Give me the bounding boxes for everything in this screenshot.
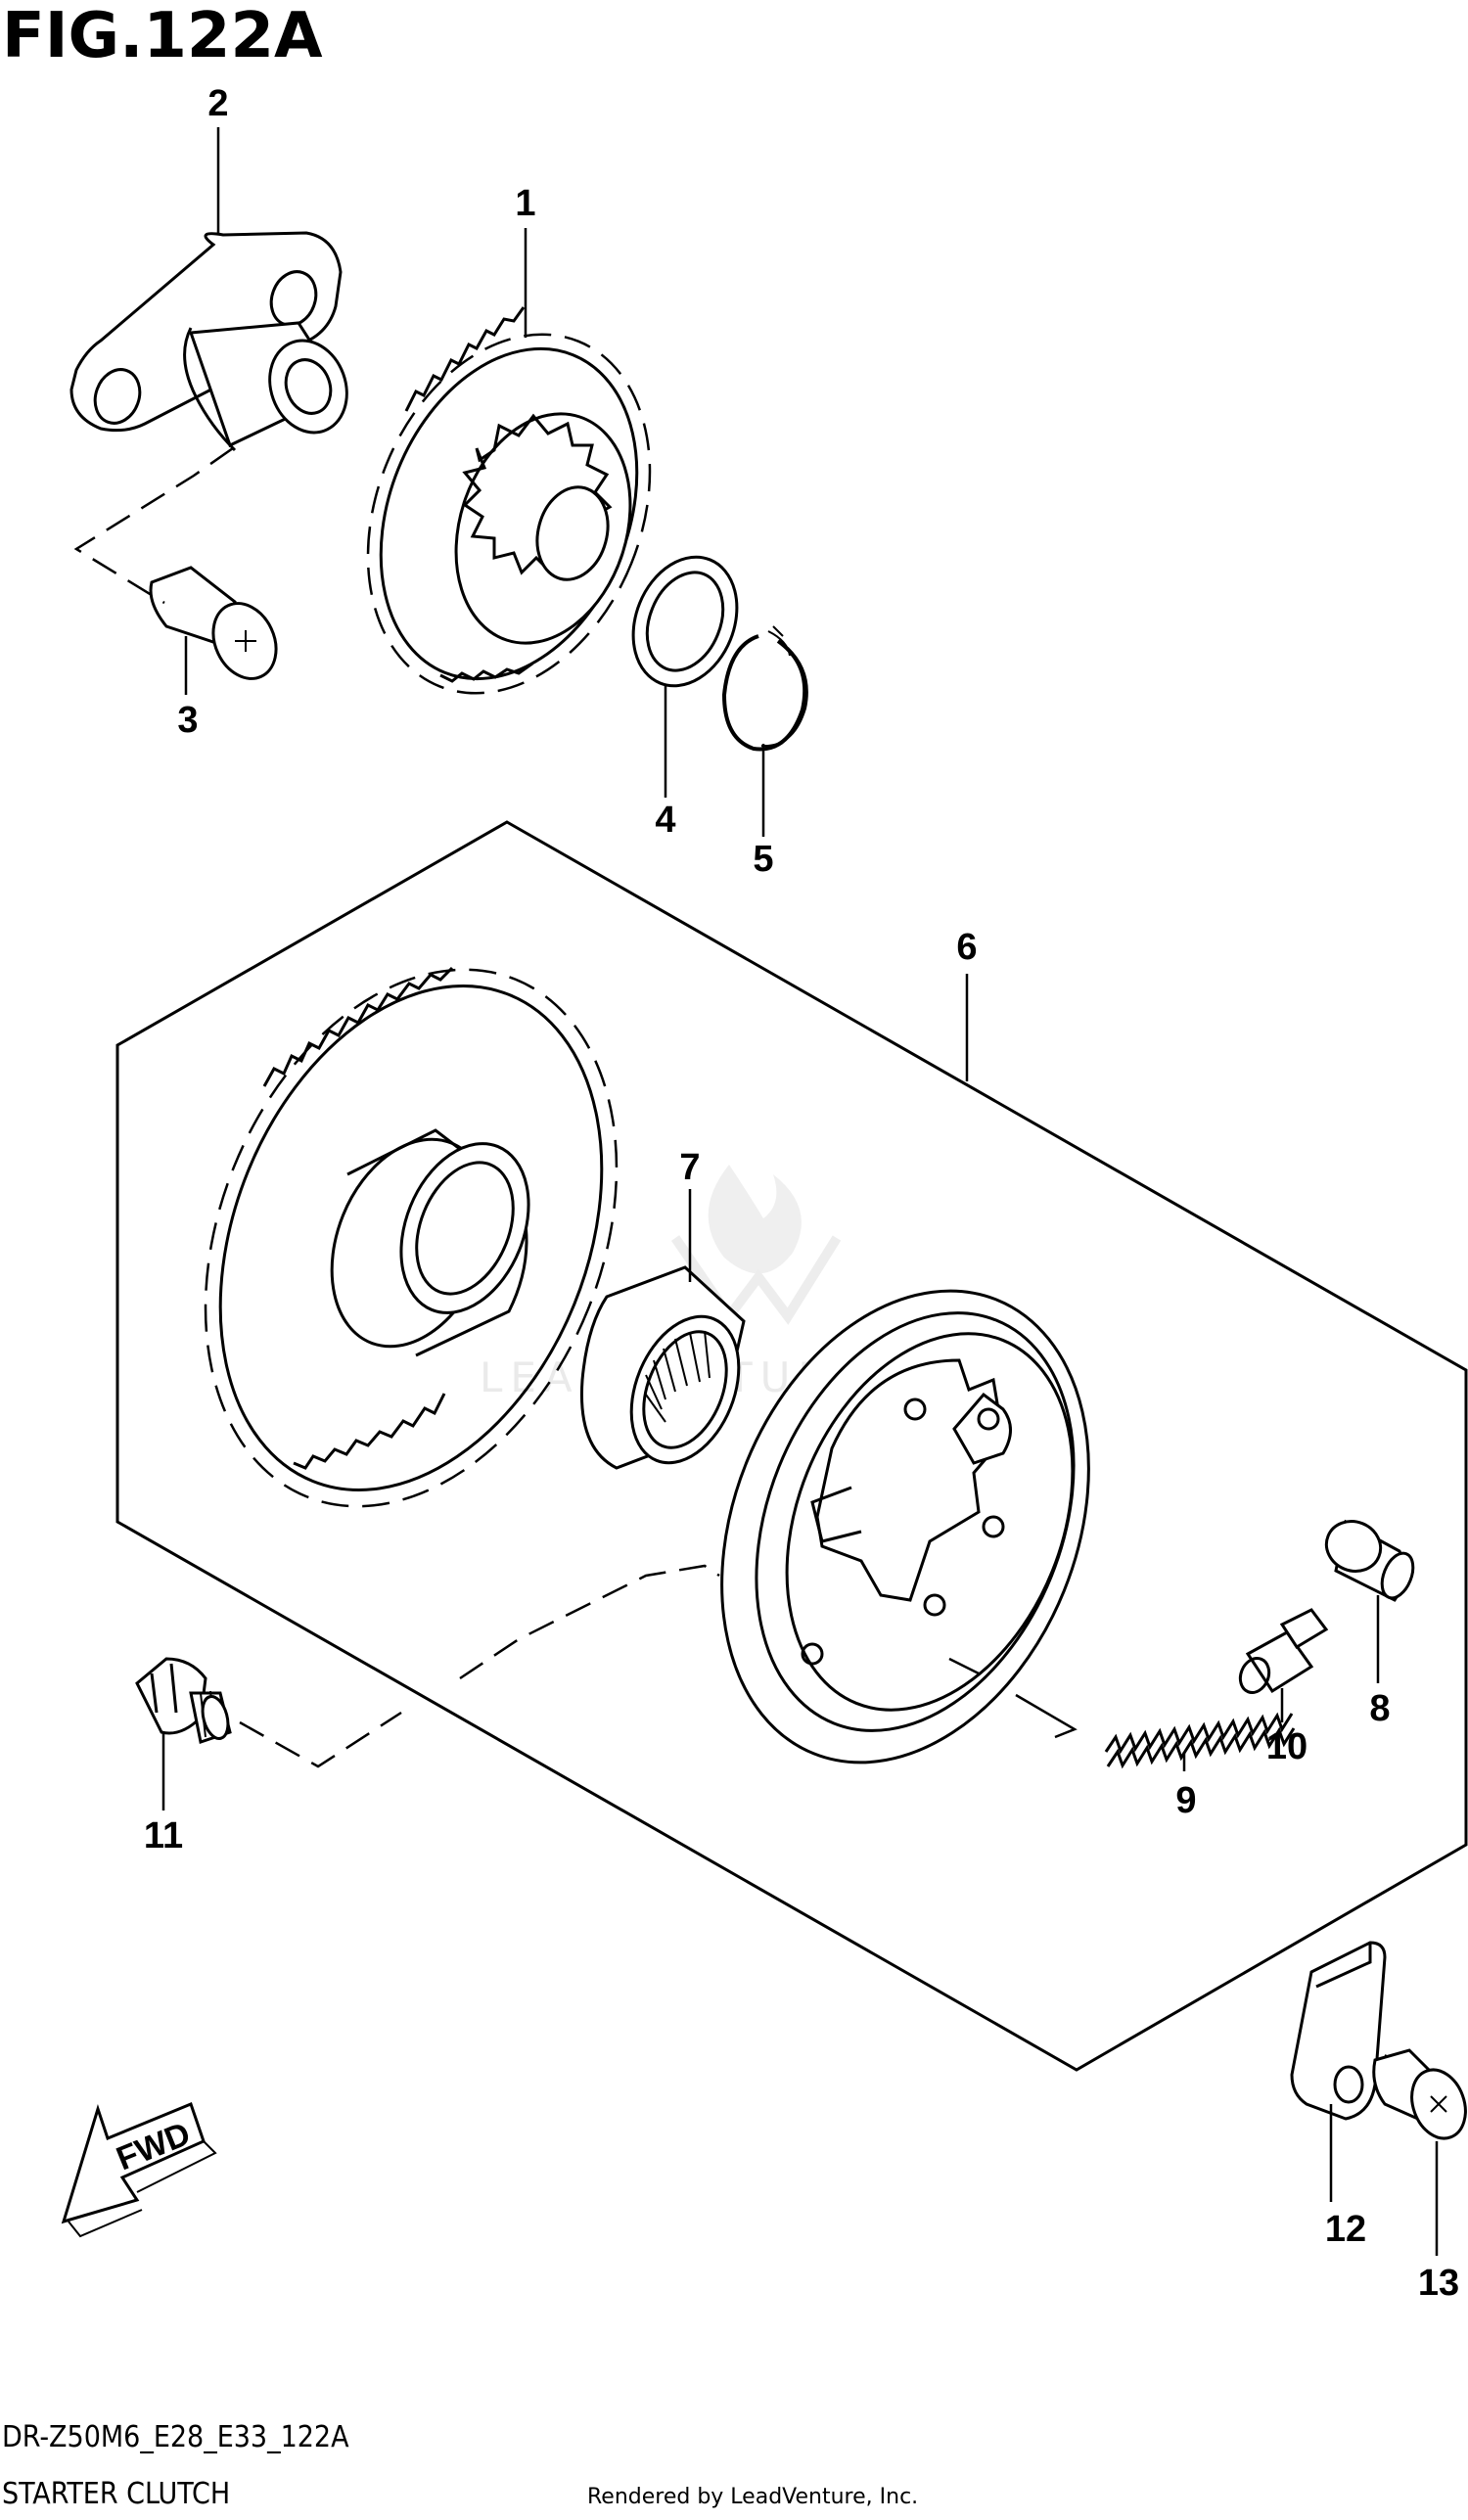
callout-7: 7 bbox=[679, 1147, 700, 1188]
part-2-flange-shaft bbox=[69, 231, 348, 452]
part-12-plate bbox=[1290, 1941, 1387, 2121]
part-6-clutch-gear bbox=[204, 966, 619, 1508]
footer-diagram-name: STARTER CLUTCH bbox=[2, 2477, 230, 2511]
callout-1: 1 bbox=[515, 183, 535, 224]
callout-10: 10 bbox=[1266, 1726, 1307, 1767]
part-3-screw bbox=[149, 566, 278, 680]
footer-diagram-code: DR-Z50M6_E28_E33_122A bbox=[2, 2420, 349, 2454]
callout-11: 11 bbox=[144, 1815, 183, 1856]
footer-credit: Rendered by LeadVenture, Inc. bbox=[587, 2485, 918, 2509]
callout-9: 9 bbox=[1175, 1780, 1196, 1821]
assembly-6-outline bbox=[115, 820, 1468, 2072]
clutch-housing bbox=[720, 1289, 1090, 1764]
part-7-needle-bearing bbox=[579, 1265, 746, 1470]
callout-8: 8 bbox=[1369, 1688, 1390, 1729]
callout-12: 12 bbox=[1325, 2209, 1366, 2250]
part-13-screw bbox=[1372, 2048, 1467, 2140]
callout-4: 4 bbox=[655, 800, 675, 841]
callout-6: 6 bbox=[956, 927, 977, 968]
part-4-washer bbox=[631, 555, 739, 688]
callout-2: 2 bbox=[207, 83, 228, 124]
fwd-arrow: FWD bbox=[61, 2102, 217, 2238]
callout-3: 3 bbox=[177, 700, 198, 741]
callout-13: 13 bbox=[1418, 2263, 1459, 2304]
part-9-spring bbox=[1104, 1712, 1296, 1769]
part-11-bolt bbox=[135, 1657, 232, 1744]
part-8-cap bbox=[1324, 1519, 1415, 1602]
callout-5: 5 bbox=[753, 839, 773, 880]
part-5-circlip bbox=[721, 625, 808, 752]
part-10-plunger bbox=[1238, 1608, 1329, 1694]
figure-title: FIG.122A bbox=[2, 0, 323, 72]
part-1-driven-gear bbox=[366, 306, 652, 695]
